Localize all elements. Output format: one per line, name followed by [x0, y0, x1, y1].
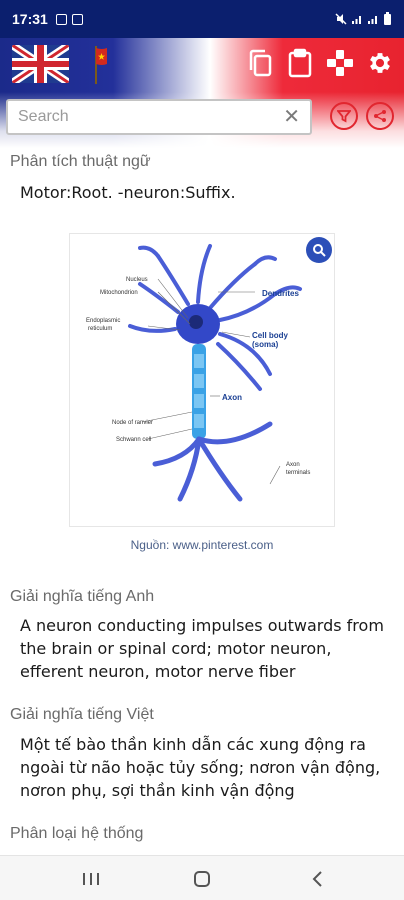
figure-label-nucleus: Nucleus — [126, 277, 148, 283]
back-button[interactable] — [306, 868, 330, 890]
neuron-diagram: Nucleus Mitochondrion Endoplasmic reticu… — [86, 244, 310, 502]
uk-flag-icon[interactable] — [12, 45, 69, 83]
status-bar: 17:31 — [0, 0, 404, 38]
home-button[interactable] — [190, 868, 214, 890]
figure-label-er-1: Endoplasmic — [86, 318, 120, 324]
share-button[interactable] — [366, 102, 394, 130]
back-icon — [312, 871, 322, 887]
share-icon — [374, 110, 386, 122]
analysis-title: Phân tích thuật ngữ — [10, 153, 151, 170]
figure-label-cellbody-2: (soma) — [252, 340, 279, 349]
figure-label-er-2: reticulum — [88, 326, 112, 332]
english-text: A neuron conducting impulses outwards fr… — [20, 616, 384, 681]
status-indicators — [335, 12, 392, 26]
figure-label-cellbody-1: Cell body — [252, 331, 289, 340]
filter-button[interactable] — [330, 102, 358, 130]
mute-icon — [335, 13, 347, 25]
figure-label-ranvier: Node of ranvier — [112, 420, 153, 426]
figure-label-mitochondrion: Mitochondrion — [100, 290, 138, 296]
zoom-image-button[interactable] — [306, 237, 332, 263]
vietnam-flag-icon[interactable] — [93, 44, 109, 84]
system-nav-bar — [0, 855, 404, 900]
signal-icon — [352, 16, 361, 24]
image-source-caption: Nguồn: www.pinterest.com — [130, 538, 274, 552]
recent-apps-button[interactable] — [79, 868, 103, 890]
app-notification-icon — [71, 13, 83, 25]
english-title: Giải nghĩa tiếng Anh — [10, 588, 155, 605]
figure-label-terminals-2: terminals — [286, 470, 310, 476]
search-box[interactable]: ✕ — [6, 99, 312, 135]
recents-icon — [83, 873, 99, 885]
figure-label-dendrites: Dendrites — [262, 289, 299, 298]
analysis-text: Motor:Root. -neuron:Suffix. — [20, 183, 236, 202]
clipboard-icon[interactable] — [285, 48, 315, 78]
search-input[interactable] — [18, 108, 268, 126]
figure-label-schwann: Schwann cell — [116, 437, 151, 443]
vietnamese-title: Giải nghĩa tiếng Việt — [10, 706, 154, 723]
classification-title: Phân loại hệ thống — [10, 825, 144, 842]
settings-icon[interactable] — [365, 48, 395, 78]
game-icon[interactable] — [325, 48, 355, 78]
figure-label-terminals-1: Axon — [286, 462, 300, 468]
magnifier-icon — [313, 244, 326, 257]
status-time: 17:31 — [12, 11, 48, 27]
home-icon — [194, 871, 210, 887]
clear-search-icon[interactable]: ✕ — [283, 106, 300, 128]
gallery-notification-icon — [55, 13, 67, 25]
filter-icon — [337, 110, 351, 123]
neuron-figure[interactable]: Nucleus Mitochondrion Endoplasmic reticu… — [69, 233, 335, 527]
copy-icon[interactable] — [245, 48, 275, 78]
signal-icon-2 — [368, 16, 377, 24]
figure-label-axon: Axon — [222, 393, 242, 402]
vietnamese-text: Một tế bào thần kinh dẫn các xung động r… — [20, 735, 381, 800]
battery-icon — [384, 12, 391, 25]
